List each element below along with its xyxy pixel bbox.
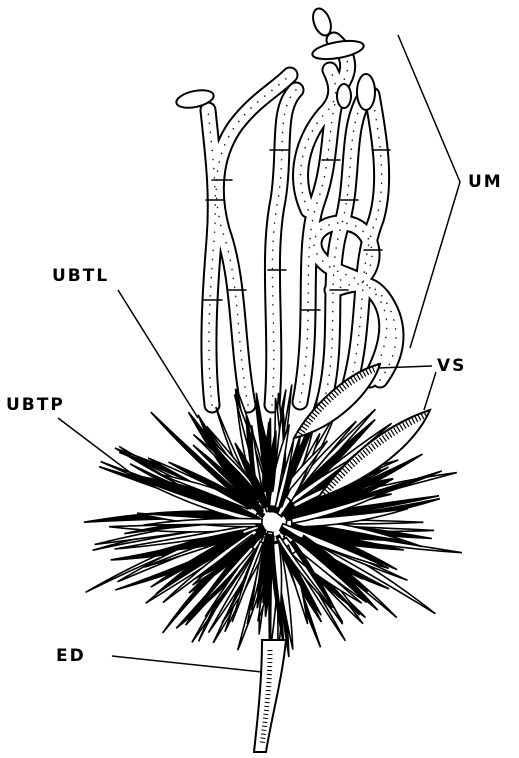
label-ubtl: UBTL xyxy=(52,268,109,285)
label-um: UM xyxy=(468,174,503,191)
stalk xyxy=(254,640,286,752)
leader-um xyxy=(398,35,460,348)
leader-vs-b xyxy=(424,372,436,410)
label-ed: ED xyxy=(56,648,86,665)
tube-filaments xyxy=(175,6,396,405)
leader-ubtl xyxy=(118,290,198,418)
leader-ubtp xyxy=(58,418,140,480)
label-vs: VS xyxy=(437,358,466,375)
label-ubtp: UBTP xyxy=(6,397,65,414)
leader-ed xyxy=(112,656,262,672)
